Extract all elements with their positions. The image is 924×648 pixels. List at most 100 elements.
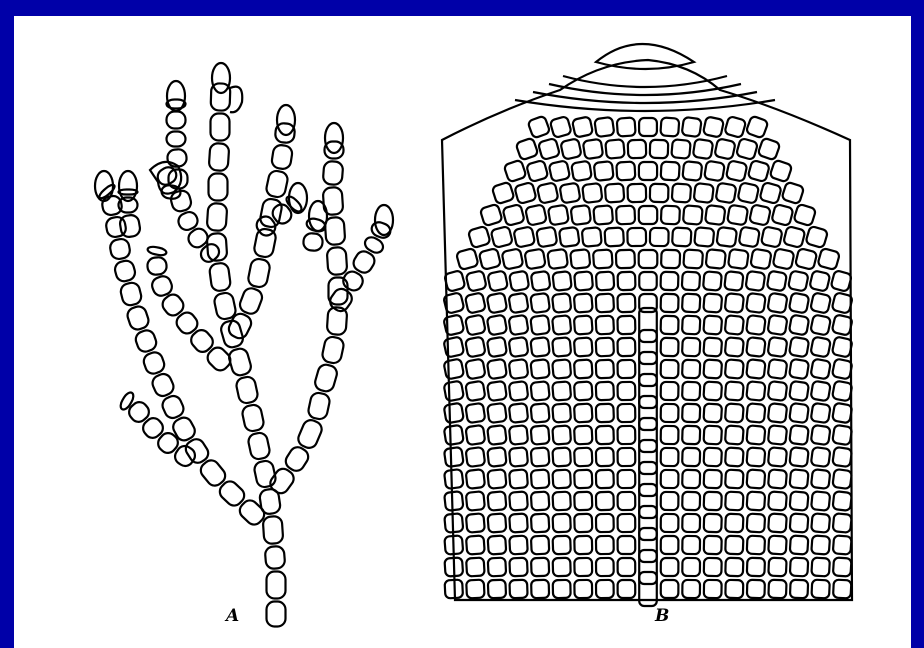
tissue-cell — [739, 227, 760, 248]
tissue-cell — [617, 117, 636, 136]
tissue-cell — [639, 118, 657, 136]
tissue-cell — [444, 447, 464, 467]
filament-cell — [150, 371, 176, 398]
tissue-cell — [487, 469, 506, 489]
apical-segment-arc — [515, 100, 775, 111]
tissue-cell — [618, 492, 636, 510]
tissue-cell — [552, 293, 571, 313]
tissue-cell — [672, 227, 692, 246]
tissue-cell — [817, 248, 840, 270]
filament-tip-cell — [167, 81, 185, 111]
filament-cell — [313, 363, 338, 393]
filament-cell — [109, 238, 131, 260]
filament-cell — [303, 233, 324, 252]
axial-cell — [639, 528, 657, 562]
tissue-cell — [833, 535, 852, 554]
tissue-cell — [767, 337, 787, 357]
tissue-cell — [509, 381, 529, 401]
filament-cell — [235, 375, 259, 404]
tissue-cell — [811, 403, 831, 423]
tissue-cell — [572, 116, 593, 137]
tissue-cell — [616, 250, 635, 269]
tissue-cell — [725, 403, 744, 422]
tissue-cell — [574, 426, 592, 445]
filament-tip-cell — [325, 123, 343, 153]
tissue-cell — [487, 293, 508, 314]
axial-cell — [639, 330, 657, 364]
tissue-cell — [682, 360, 700, 379]
tissue-cell — [788, 270, 809, 291]
tissue-cell — [509, 580, 527, 599]
tissue-cell — [488, 558, 506, 577]
tissue-cell — [694, 183, 714, 203]
tissue-cell — [703, 359, 722, 378]
tissue-cell — [531, 469, 550, 488]
tissue-cell — [559, 227, 580, 247]
tissue-cell — [682, 316, 700, 335]
tissue-cell — [509, 536, 528, 555]
tissue-cell — [524, 249, 545, 270]
tissue-cell — [617, 382, 635, 400]
tissue-cell — [509, 491, 528, 510]
filament-cell — [267, 602, 286, 627]
tissue-cell — [790, 580, 808, 599]
tissue-cell — [725, 492, 743, 511]
tissue-cell — [574, 492, 592, 511]
tissue-cell — [661, 294, 679, 312]
tissue-cell — [833, 513, 852, 533]
tissue-cell — [530, 359, 549, 379]
tissue-cell — [705, 205, 726, 225]
tissue-cell — [530, 337, 550, 357]
filament-cell — [209, 174, 228, 201]
tissue-cell — [746, 381, 765, 401]
filament-tip-cell — [277, 105, 295, 135]
tissue-cell — [811, 491, 830, 511]
tissue-cell — [736, 138, 758, 160]
tissue-cell — [559, 183, 580, 204]
tissue-cell — [682, 382, 700, 401]
tissue-cell — [703, 337, 722, 356]
tissue-cell — [508, 293, 528, 314]
tissue-cell — [811, 513, 830, 532]
filament-cell — [265, 546, 286, 570]
tissue-cell — [714, 138, 735, 159]
tissue-cell — [661, 514, 679, 532]
tissue-cell — [444, 425, 464, 446]
tissue-cell — [832, 491, 851, 511]
tissue-cell — [725, 337, 744, 357]
tissue-cell — [661, 536, 679, 554]
tissue-cell — [768, 491, 787, 510]
tissue-cell — [682, 426, 700, 445]
tissue-cell — [682, 404, 700, 423]
tissue-cell — [443, 381, 464, 402]
tissue-cell — [531, 447, 550, 466]
panel-a-branched-filament — [95, 63, 393, 627]
tissue-cell — [530, 381, 549, 401]
axial-cell — [639, 484, 657, 518]
tissue-cell — [783, 226, 805, 248]
axial-cell — [639, 462, 657, 496]
tissue-cell — [716, 227, 737, 247]
tissue-cell — [771, 204, 793, 226]
tissue-cell — [509, 359, 529, 379]
tissue-cell — [789, 403, 809, 423]
tissue-cell — [487, 425, 507, 445]
tissue-cell — [552, 359, 571, 378]
tissue-cell — [596, 558, 614, 576]
tissue-cell — [661, 162, 680, 181]
tissue-cell — [682, 470, 700, 488]
tissue-cell — [514, 182, 536, 204]
tissue-cell — [811, 425, 831, 445]
tissue-cell — [767, 315, 787, 335]
tissue-cell — [703, 404, 722, 423]
tissue-cell — [531, 580, 549, 598]
tissue-cell — [811, 469, 830, 489]
tissue-cell — [725, 470, 744, 489]
tissue-cell — [704, 580, 722, 598]
tissue-cell — [552, 492, 570, 511]
tissue-cell — [789, 315, 809, 336]
tissue-cell — [683, 205, 703, 225]
tissue-cell — [790, 513, 809, 532]
tissue-cell — [538, 138, 560, 160]
axial-cell — [639, 396, 657, 430]
